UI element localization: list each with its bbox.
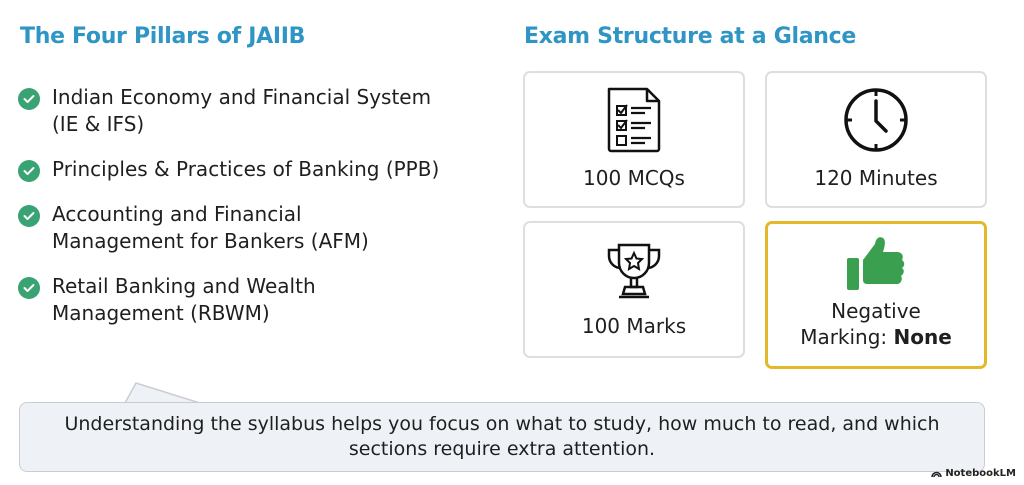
brand-label: NotebookLM: [945, 468, 1016, 479]
pillar-text: Principles & Practices of Banking (PPB): [52, 156, 439, 183]
thumbs-up-icon: [847, 237, 905, 290]
card-label: Negative Marking: None: [800, 298, 952, 350]
pillar-text: Retail Banking and Wealth Management (RB…: [52, 273, 316, 327]
pillar-item: Accounting and Financial Management for …: [18, 201, 498, 255]
marks-card: 100 Marks: [523, 221, 745, 358]
pillar-text: Accounting and Financial Management for …: [52, 201, 369, 255]
card-label: 100 MCQs: [583, 166, 685, 190]
pillar-item: Retail Banking and Wealth Management (RB…: [18, 273, 498, 327]
duration-card: 120 Minutes: [765, 71, 987, 208]
pillars-list: Indian Economy and Financial System (IE …: [18, 84, 498, 345]
callout-text: Understanding the syllabus helps you foc…: [64, 413, 940, 460]
card-label-line: Negative: [831, 299, 921, 323]
negative-marking-card: Negative Marking: None: [765, 221, 987, 369]
card-label-prefix: Marking:: [800, 325, 894, 349]
check-circle-icon: [18, 277, 40, 299]
check-circle-icon: [18, 160, 40, 182]
pillar-item: Principles & Practices of Banking (PPB): [18, 156, 498, 183]
pillar-line: Principles & Practices of Banking (PPB): [52, 157, 440, 181]
pillar-line: (IE & IFS): [52, 112, 145, 136]
pillar-line: Accounting and Financial: [52, 202, 302, 226]
pillars-heading: The Four Pillars of JAIIB: [20, 24, 306, 49]
clock-icon: [844, 88, 908, 152]
pillar-line: Management for Bankers (AFM): [52, 229, 369, 253]
card-label-emphasis: None: [893, 325, 952, 349]
pillar-item: Indian Economy and Financial System (IE …: [18, 84, 498, 138]
brand-watermark: NotebookLM: [931, 468, 1016, 479]
pillar-line: Indian Economy and Financial System: [52, 85, 432, 109]
pillar-text: Indian Economy and Financial System (IE …: [52, 84, 431, 138]
checklist-document-icon: [607, 87, 661, 153]
pillar-line: Management (RBWM): [52, 301, 270, 325]
card-label-line: Marking: None: [800, 324, 952, 350]
card-label: 100 Marks: [581, 314, 687, 338]
check-circle-icon: [18, 205, 40, 227]
pillar-line: Retail Banking and Wealth: [52, 274, 316, 298]
mcq-card: 100 MCQs: [523, 71, 745, 208]
card-label: 120 Minutes: [814, 166, 938, 190]
notebooklm-logo-icon: [931, 471, 943, 478]
trophy-icon: [607, 243, 661, 299]
summary-callout: Understanding the syllabus helps you foc…: [19, 402, 985, 472]
exam-structure-heading: Exam Structure at a Glance: [524, 24, 856, 49]
check-circle-icon: [18, 88, 40, 110]
